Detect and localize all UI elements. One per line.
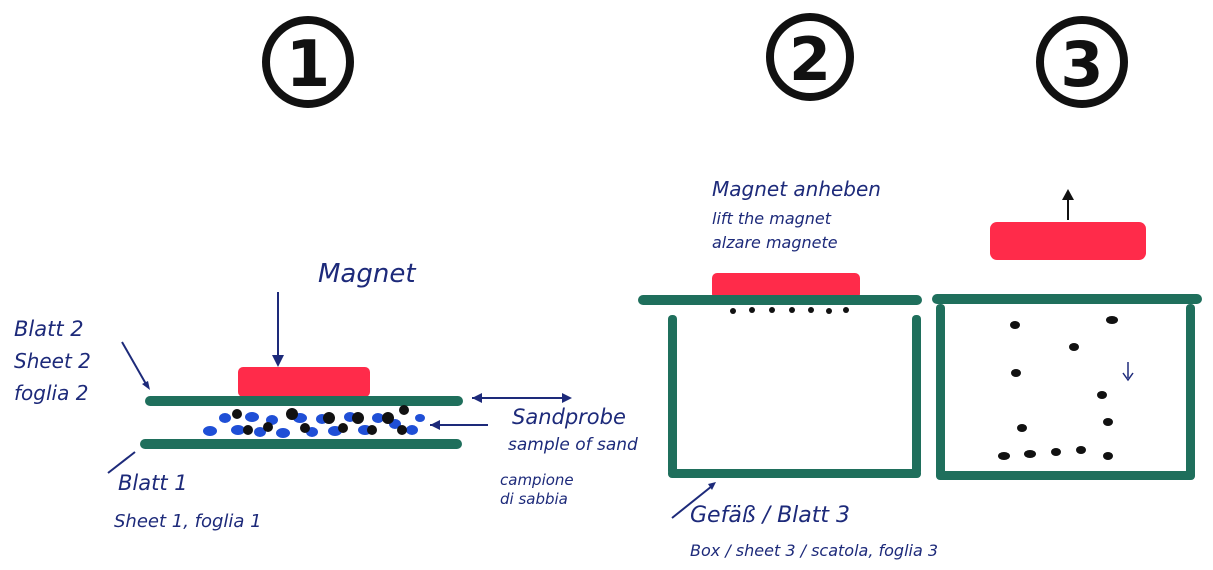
- sand-arrow-head-right: [562, 393, 572, 403]
- step-3-marker: 3: [1036, 16, 1128, 108]
- step-2-circle: [766, 13, 854, 101]
- sheet-1: [140, 439, 462, 449]
- magnet-label: Magnet: [318, 259, 416, 289]
- blatt2-label-it: foglia 2: [14, 381, 88, 405]
- lift-label-it: alzare magnete: [712, 233, 838, 252]
- blatt1-pointer: [107, 451, 136, 474]
- box3-left-wall: [936, 304, 945, 479]
- box-pointer-head: [708, 482, 716, 490]
- lift-arrow-head: [1062, 189, 1074, 200]
- box2-right-wall: [912, 315, 921, 475]
- box-label-multi: Box / sheet 3 / scatola, foglia 3: [690, 541, 938, 560]
- sand-label-it-2: di sabbia: [500, 490, 568, 508]
- blatt2-pointer-head: [142, 381, 150, 390]
- particles-falling: [998, 316, 1118, 460]
- sheet-2: [145, 396, 463, 406]
- step-2-number: 2: [789, 25, 831, 95]
- blatt2-pointer: [121, 341, 147, 385]
- lift-label-de: Magnet anheben: [712, 177, 881, 201]
- box3-lid: [932, 294, 1202, 304]
- blatt1-label-en-it: Sheet 1, foglia 1: [114, 511, 262, 532]
- step-3-circle: [1036, 16, 1128, 108]
- sand-sample: [203, 405, 425, 438]
- box3-right-wall: [1186, 304, 1195, 479]
- sand-label-it-1: campione: [500, 471, 574, 489]
- sand-pointer-head: [430, 420, 440, 430]
- blatt1-label-de: Blatt 1: [118, 471, 188, 495]
- step-3-number: 3: [1060, 28, 1103, 101]
- box2-bottom: [668, 469, 921, 478]
- lift-label-en: lift the magnet: [712, 209, 832, 228]
- blatt2-label-de: Blatt 2: [14, 317, 84, 341]
- box2-left-wall: [668, 315, 677, 475]
- box2-lid: [638, 295, 922, 305]
- box-label-de: Gefäß / Blatt 3: [690, 503, 850, 528]
- sand-label-en: sample of sand: [508, 435, 638, 455]
- magnet-step1: [238, 367, 370, 397]
- sand-arrow-head-left: [472, 393, 482, 403]
- magnet-arrow-head: [272, 355, 284, 367]
- box-pointer: [671, 485, 713, 519]
- step-1-marker: 1: [262, 16, 354, 108]
- step-2-marker: 2: [766, 13, 854, 101]
- step-1-circle: [262, 16, 354, 108]
- blatt2-label-en: Sheet 2: [14, 349, 91, 373]
- magnet-step3: [990, 222, 1146, 260]
- magnet-step2: [712, 273, 860, 299]
- particles-attached: [730, 307, 849, 314]
- fall-arrow-head: [1122, 372, 1134, 382]
- sand-label-de: Sandprobe: [512, 405, 626, 429]
- step-1-number: 1: [286, 28, 331, 102]
- box3-bottom: [936, 471, 1195, 480]
